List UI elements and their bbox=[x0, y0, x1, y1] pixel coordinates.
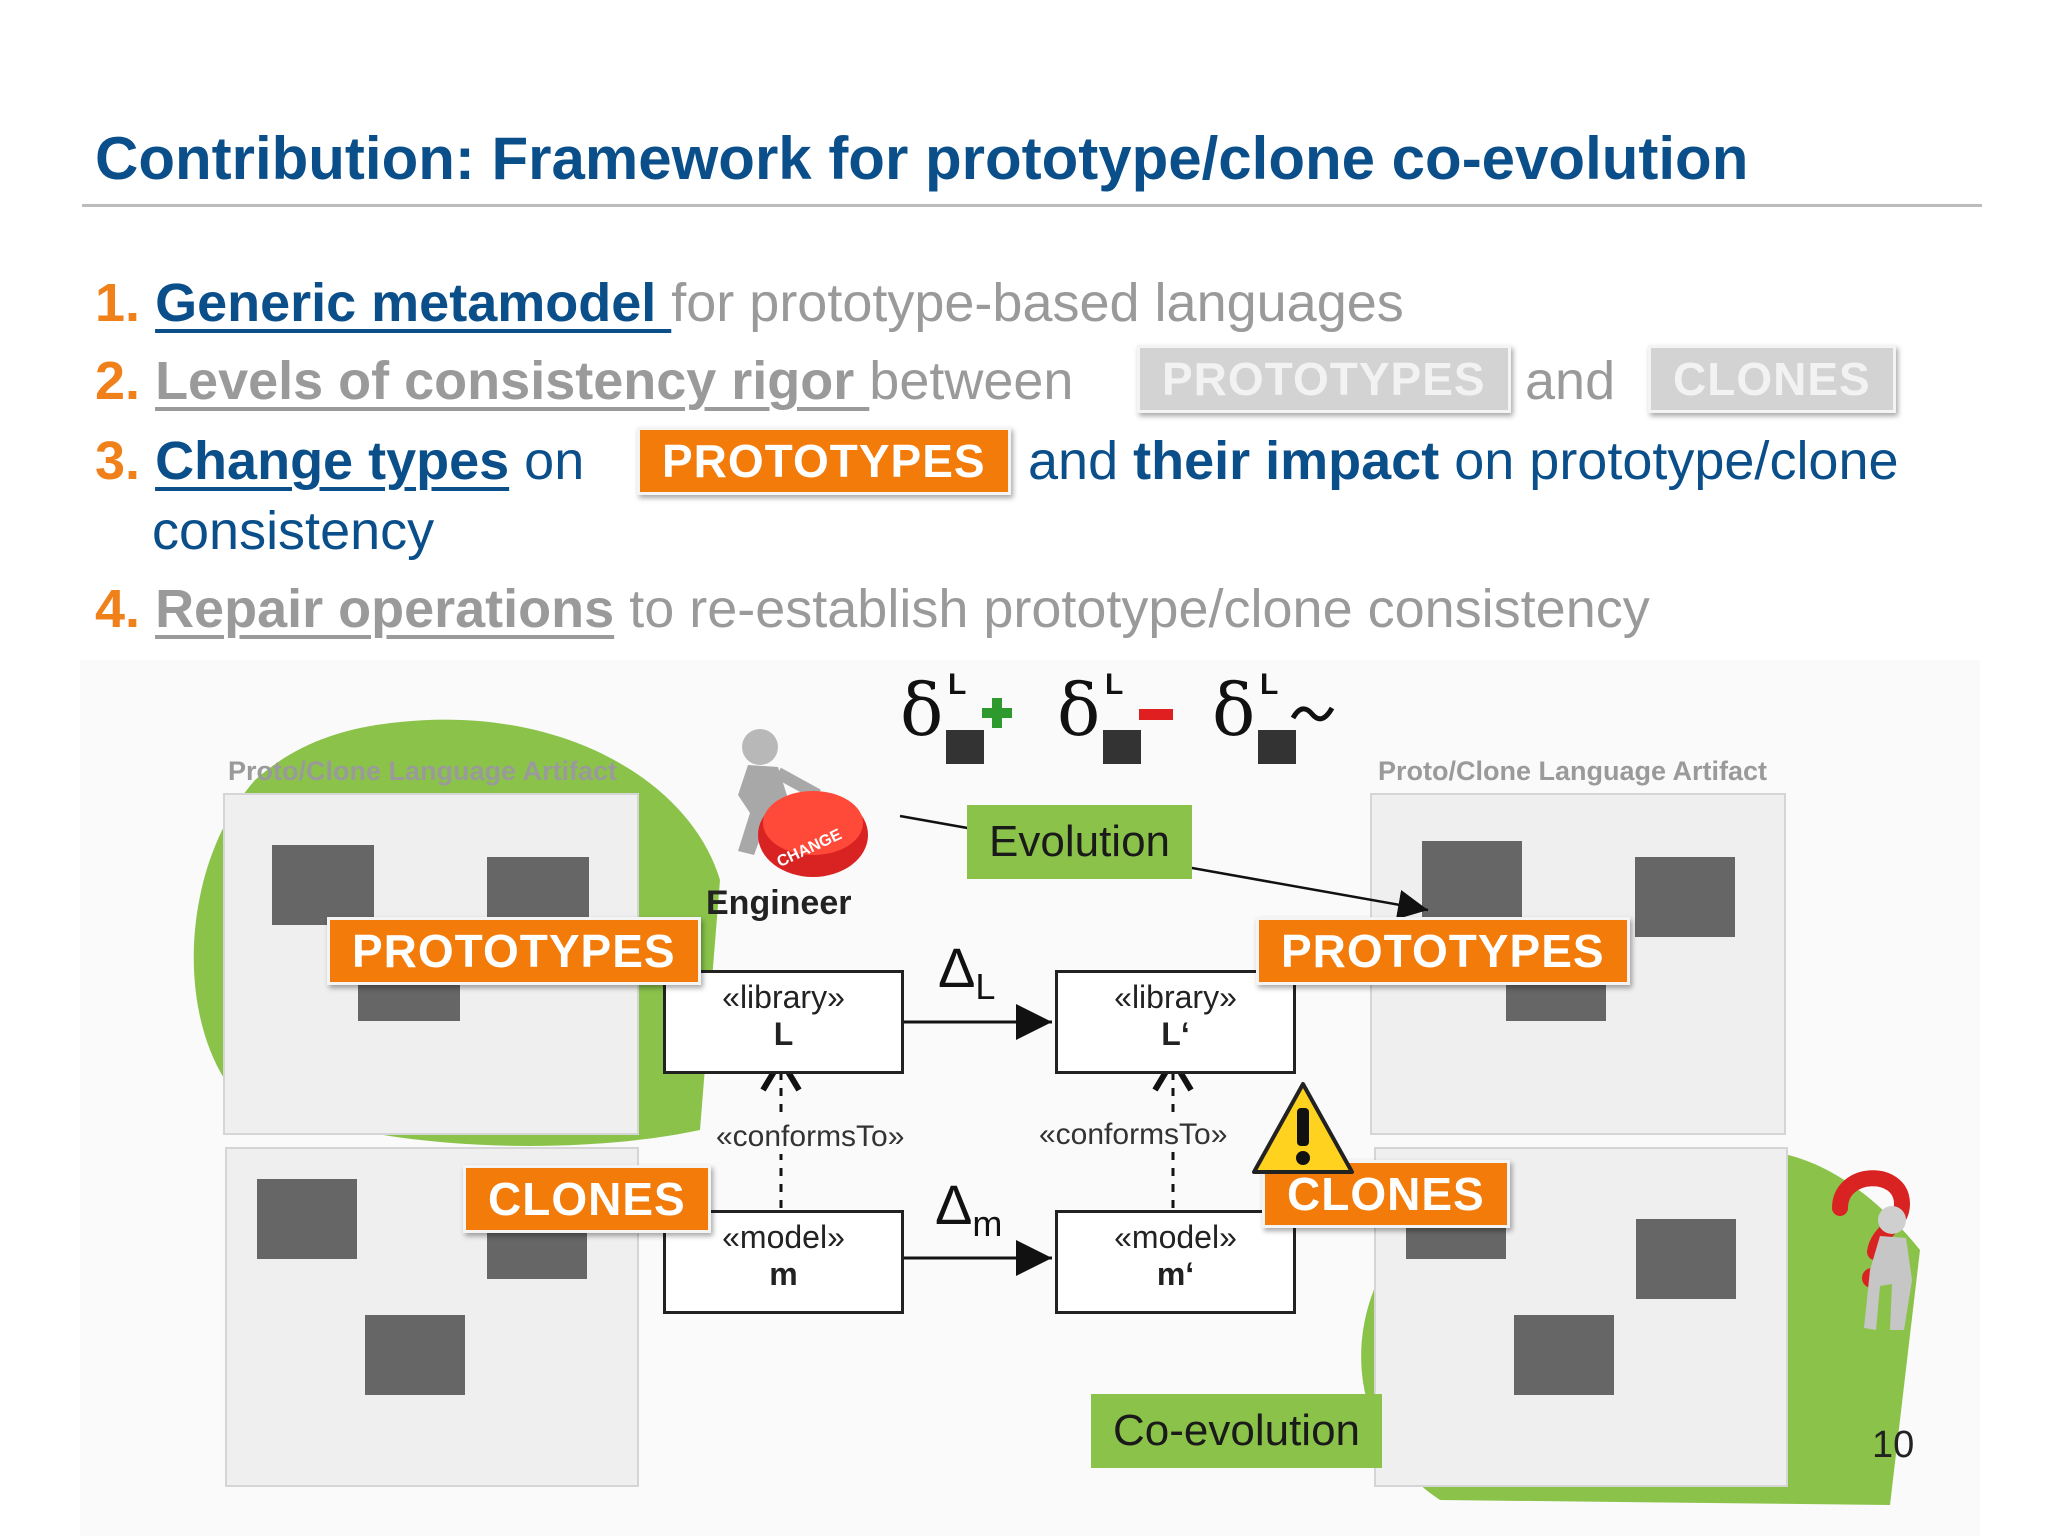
repair-operations-link[interactable]: Repair operations bbox=[155, 579, 615, 639]
artifact-label-right: Proto/Clone Language Artifact bbox=[1378, 756, 1768, 786]
list-item-3: 3. Change types on bbox=[95, 430, 584, 492]
delta-glyph: δ bbox=[900, 668, 944, 752]
item-number: 4. bbox=[95, 579, 141, 639]
item-continuation: consistency bbox=[152, 501, 435, 561]
element-square bbox=[1422, 841, 1522, 921]
delta-remove-icon: δ L bbox=[1057, 668, 1173, 764]
box-name: m bbox=[769, 1256, 798, 1292]
tilde-icon bbox=[1290, 706, 1335, 722]
delta-subscript: L bbox=[975, 966, 996, 1008]
delta-m-label: Δm bbox=[935, 1172, 1002, 1245]
clones-tag-gray: CLONES bbox=[1648, 345, 1896, 413]
model-m-prime-box: «model» m‘ bbox=[1055, 1210, 1296, 1314]
artifact-label-left: Proto/Clone Language Artifact bbox=[228, 756, 618, 786]
item-text: to re-establish prototype/clone consiste… bbox=[629, 579, 1650, 639]
item-text: between bbox=[869, 351, 1074, 411]
title-divider bbox=[82, 204, 1982, 207]
impact-text: and their impact on prototype/clone bbox=[1028, 430, 1899, 492]
engineer-label: Engineer bbox=[706, 884, 852, 922]
consistency-levels-link[interactable]: Levels of consistency rigor bbox=[155, 351, 870, 411]
prototypes-tag-right: PROTOTYPES bbox=[1256, 917, 1630, 985]
change-types-link[interactable]: Change types bbox=[155, 431, 510, 491]
delta-symbol: Δ bbox=[938, 936, 976, 999]
generic-metamodel-link[interactable]: Generic metamodel bbox=[155, 273, 672, 333]
item-number: 3. bbox=[95, 431, 141, 491]
engineer-figure-icon bbox=[738, 729, 868, 877]
item-number: 1. bbox=[95, 273, 141, 333]
item-number: 2. bbox=[95, 351, 141, 411]
delta-superscript: L bbox=[1105, 668, 1124, 701]
delta-superscript: L bbox=[1260, 668, 1279, 701]
warning-icon bbox=[1252, 1082, 1354, 1174]
delta-subscript: m bbox=[972, 1203, 1003, 1245]
minus-icon bbox=[1139, 709, 1173, 720]
question-person-icon bbox=[1832, 1170, 1912, 1330]
delta-L-label: ΔL bbox=[938, 935, 995, 1008]
delta-add-icon: δ L bbox=[900, 668, 1012, 764]
list-item-2: 2. Levels of consistency rigor between bbox=[95, 350, 1073, 412]
element-square bbox=[946, 730, 984, 764]
box-name: L bbox=[773, 1016, 794, 1052]
impact-bold: their impact bbox=[1133, 431, 1440, 491]
element-square bbox=[257, 1179, 357, 1259]
box-name: L‘ bbox=[1161, 1016, 1190, 1052]
stereotype: «model» bbox=[1114, 1219, 1237, 1255]
delta-superscript: L bbox=[948, 668, 967, 701]
element-square bbox=[1258, 730, 1296, 764]
and-text: and bbox=[1028, 431, 1119, 491]
item-text: on bbox=[524, 431, 585, 491]
page-number: 10 bbox=[1872, 1424, 1915, 1466]
list-item-4: 4. Repair operations to re-establish pro… bbox=[95, 578, 1650, 640]
conforms-to-right: «conformsTo» bbox=[1035, 1118, 1232, 1152]
conforms-to-left: «conformsTo» bbox=[712, 1120, 909, 1154]
element-square bbox=[1514, 1315, 1614, 1395]
coevolution-label: Co-evolution bbox=[1091, 1394, 1383, 1468]
delta-symbol: Δ bbox=[935, 1173, 973, 1236]
element-square bbox=[365, 1315, 465, 1395]
element-square bbox=[1636, 1219, 1736, 1299]
element-square bbox=[272, 845, 374, 925]
clones-tag-right: CLONES bbox=[1262, 1160, 1510, 1228]
stereotype: «library» bbox=[722, 979, 845, 1015]
prototypes-tag-gray: PROTOTYPES bbox=[1137, 345, 1511, 413]
item-text: on prototype/clone bbox=[1454, 431, 1899, 491]
item-text: for prototype-based languages bbox=[671, 273, 1404, 333]
stereotype: «model» bbox=[722, 1219, 845, 1255]
list-item-1: 1. Generic metamodel for prototype-based… bbox=[95, 272, 1404, 334]
element-square bbox=[1635, 857, 1735, 937]
box-name: m‘ bbox=[1156, 1256, 1195, 1292]
delta-glyph: δ bbox=[1212, 668, 1256, 752]
slide-title: Contribution: Framework for prototype/cl… bbox=[95, 125, 1749, 192]
right-clones-panel bbox=[1374, 1147, 1788, 1487]
element-square bbox=[1103, 730, 1141, 764]
prototypes-tag-left: PROTOTYPES bbox=[327, 917, 701, 985]
plus-icon bbox=[982, 698, 1012, 728]
model-m-box: «model» m bbox=[663, 1210, 904, 1314]
clones-tag-left: CLONES bbox=[463, 1165, 711, 1233]
delta-glyph: δ bbox=[1057, 668, 1101, 752]
and-text: and bbox=[1525, 351, 1616, 411]
delta-change-icon: δ L bbox=[1212, 668, 1335, 764]
library-L-box: «library» L bbox=[663, 970, 904, 1074]
evolution-label: Evolution bbox=[967, 805, 1193, 879]
library-L-prime-box: «library» L‘ bbox=[1055, 970, 1296, 1074]
prototypes-tag: PROTOTYPES bbox=[637, 427, 1011, 495]
stereotype: «library» bbox=[1114, 979, 1237, 1015]
